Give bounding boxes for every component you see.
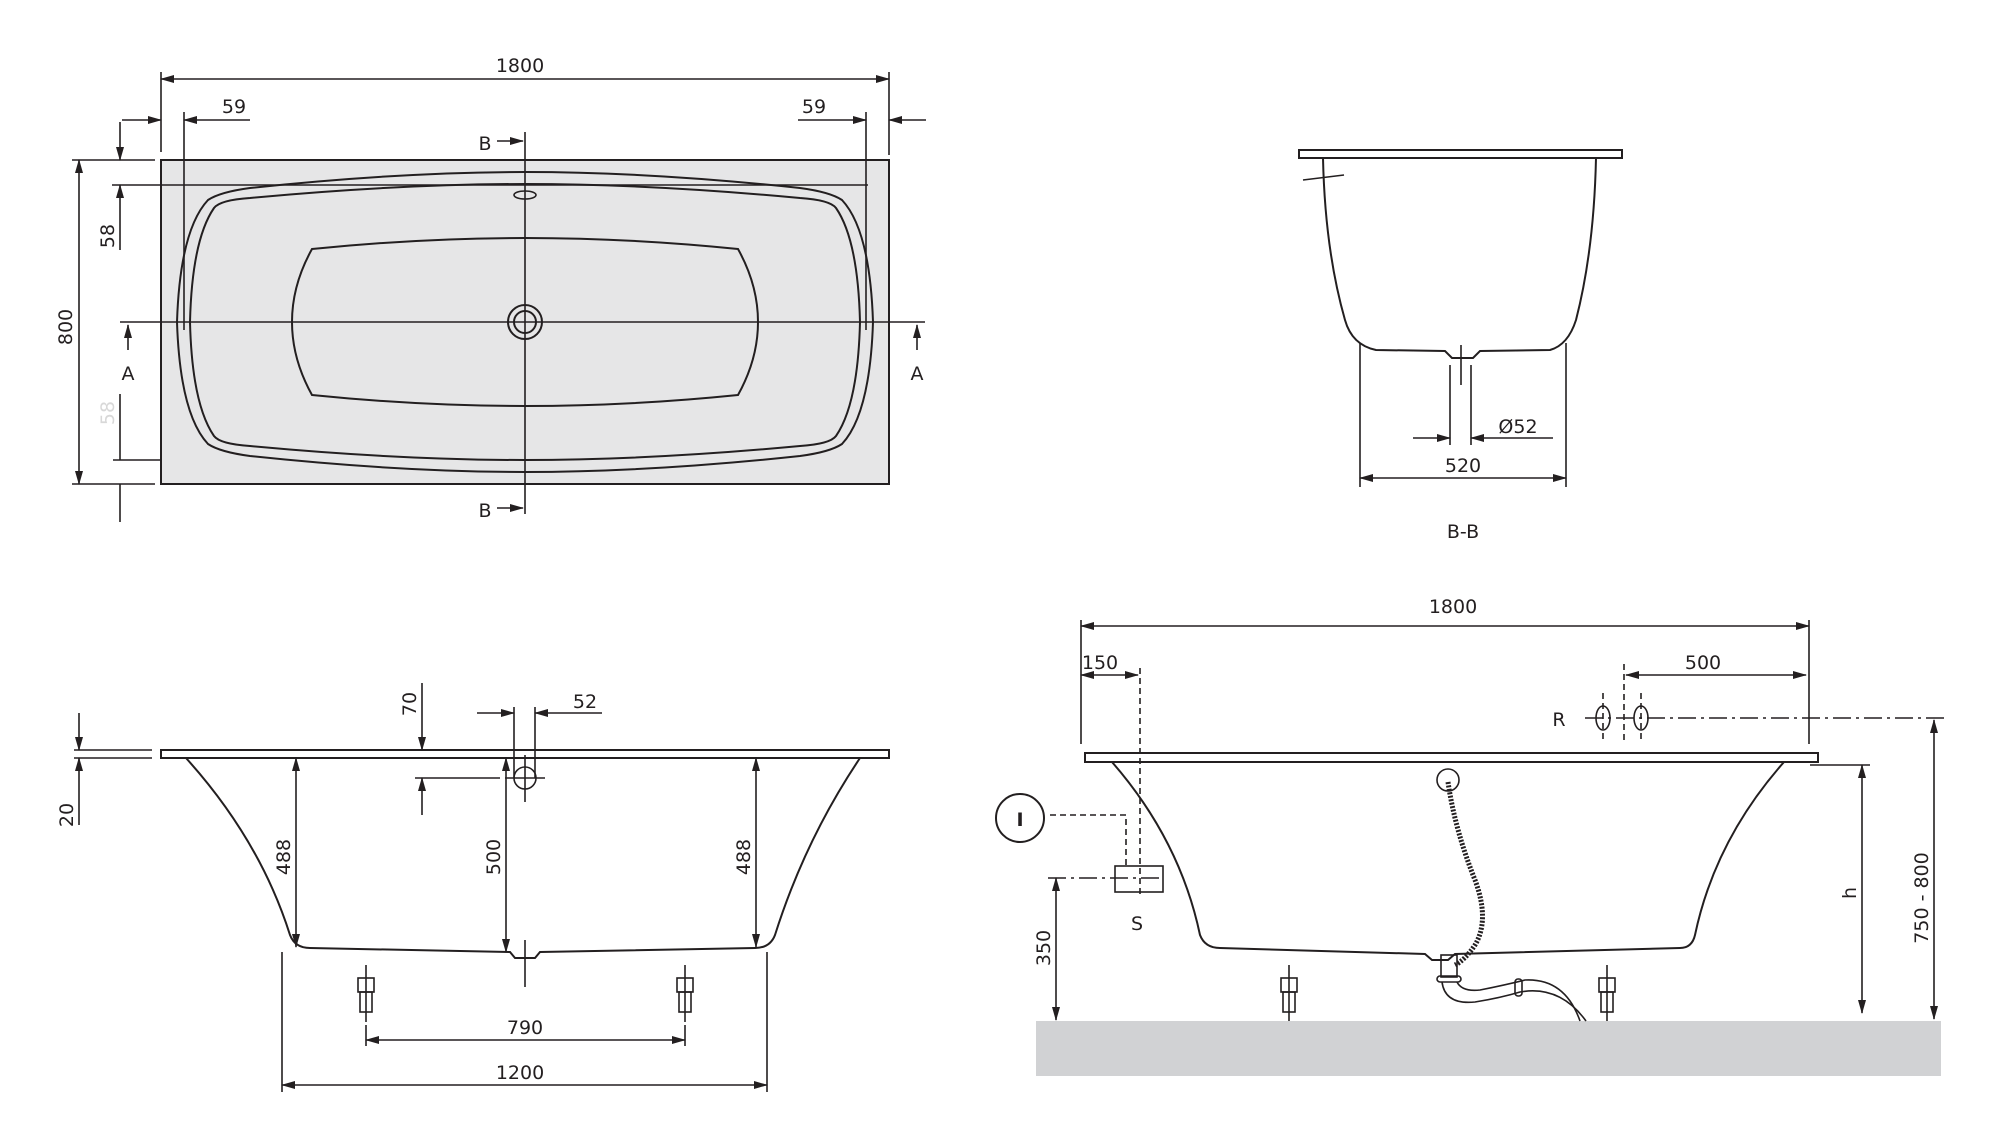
- foot-right: [676, 965, 694, 1022]
- supply-box: [1114, 865, 1164, 893]
- section-b-rim: [1298, 149, 1623, 159]
- section-b-marker-top: B: [478, 133, 491, 155]
- section-a-marker-right: A: [911, 363, 924, 385]
- plan-left-offset-label: 59: [222, 96, 246, 118]
- plan-bottom-offset-label: 58: [97, 401, 119, 425]
- section-a-marker-left: A: [122, 363, 135, 385]
- section-a-view: 20 70 52 488 500 488: [56, 683, 890, 1092]
- tap-offset-label: 500: [1685, 652, 1721, 674]
- overflow-fitting: [1436, 768, 1460, 792]
- callout-circle: [995, 793, 1045, 843]
- drain-trap: [1441, 981, 1587, 1022]
- section-b-view: Ø52 520 B-B: [1298, 149, 1623, 543]
- floor: [1036, 1021, 1941, 1076]
- drain-fitting: [1440, 954, 1458, 978]
- plan-basin: [290, 236, 760, 408]
- installation-length-label: 1800: [1429, 596, 1477, 618]
- rim-thickness-label: 20: [56, 803, 78, 827]
- installation-body: [1111, 761, 1785, 961]
- section-b-marker-bottom: B: [478, 500, 491, 522]
- rim-height-range-label: 750 - 800: [1911, 852, 1933, 943]
- installation-rim: [1084, 752, 1819, 763]
- supply-height-label: 350: [1033, 930, 1055, 966]
- feet-spacing-label: 790: [507, 1017, 543, 1039]
- callout-symbol: I: [1016, 809, 1023, 831]
- installation-view: 1800 150 500 R I S 350: [995, 596, 1944, 1076]
- section-b-bottom-width-label: 520: [1445, 455, 1481, 477]
- installation-foot-left: [1280, 965, 1298, 1021]
- overflow-depth-label: 70: [399, 692, 421, 716]
- tap-label: R: [1552, 709, 1565, 731]
- supply-label: S: [1131, 913, 1143, 935]
- section-b-body: [1322, 157, 1597, 359]
- bottom-length-label: 1200: [496, 1062, 544, 1084]
- section-b-title: B-B: [1447, 521, 1479, 543]
- drain-diameter-label: Ø52: [1498, 416, 1537, 438]
- depth-right-label: 488: [733, 839, 755, 875]
- supply-offset-label: 150: [1082, 652, 1118, 674]
- overflow-diameter-label: 52: [573, 691, 597, 713]
- depth-center-label: 500: [483, 839, 505, 875]
- height-h-label: h: [1839, 887, 1861, 899]
- plan-width-label: 800: [55, 309, 77, 345]
- overflow-hose: [1445, 781, 1485, 968]
- plan-view: 1800 59 59 800 58 58 A A B B: [55, 55, 926, 522]
- depth-left-label: 488: [273, 839, 295, 875]
- plan-right-offset-label: 59: [802, 96, 826, 118]
- plan-length-label: 1800: [496, 55, 544, 77]
- installation-foot-right: [1598, 965, 1616, 1021]
- foot-left: [357, 965, 375, 1022]
- plan-top-offset-label: 58: [97, 224, 119, 248]
